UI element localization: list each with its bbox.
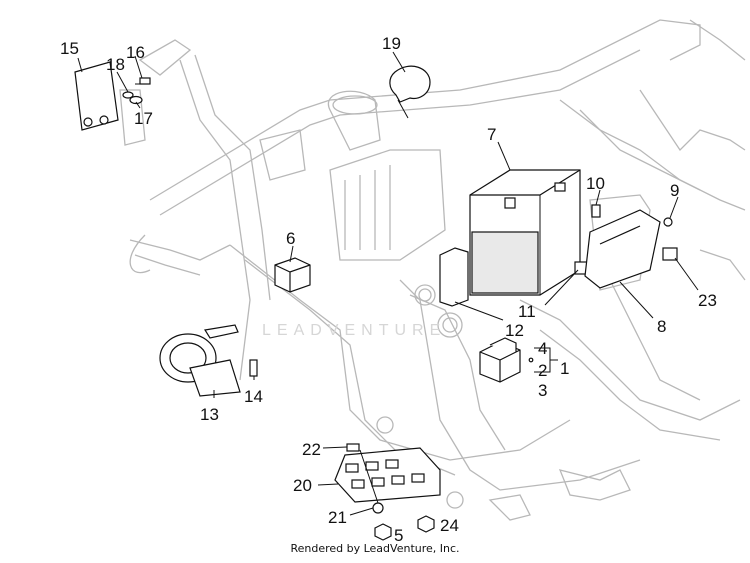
- callout-18: 18: [106, 55, 125, 74]
- part-21-nut: [372, 502, 384, 514]
- part-14-bolt: [249, 359, 258, 377]
- part-24-nut: [417, 515, 435, 533]
- callout-24: 24: [440, 516, 459, 535]
- part-22-clip: [346, 443, 360, 452]
- callout-14: 14: [244, 387, 263, 406]
- footer-credit: Rendered by LeadVenture, Inc.: [290, 542, 460, 555]
- part-23-connector: [662, 247, 678, 261]
- leader-lines: [77, 51, 699, 516]
- part-9-bolt: [663, 217, 673, 227]
- callout-17: 17: [134, 109, 153, 128]
- part-15-bracket: [74, 61, 119, 131]
- callout-13: 13: [200, 405, 219, 424]
- part-19-clamp: [389, 65, 431, 119]
- callout-1: 1: [560, 359, 569, 378]
- part-5-nut: [374, 523, 392, 541]
- motorcycle-frame: [119, 19, 746, 521]
- callout-5: 5: [394, 526, 403, 545]
- part-6-relay: [274, 257, 311, 293]
- part-7-battery: [469, 169, 581, 296]
- callout-3: 3: [538, 381, 547, 400]
- callout-8: 8: [657, 317, 666, 336]
- part-10-clip: [591, 204, 601, 218]
- callout-12: 12: [505, 321, 524, 340]
- callout-16: 16: [126, 43, 145, 62]
- callout-7: 7: [487, 125, 496, 144]
- part-1-relay-assembly: [479, 337, 534, 383]
- callout-9: 9: [670, 181, 679, 200]
- part-20-plate: [334, 447, 441, 503]
- part-13-horn: [159, 324, 241, 397]
- callout-2: 2: [538, 361, 547, 380]
- watermark: LEADVENTURE: [262, 322, 447, 339]
- callout-23: 23: [698, 291, 717, 310]
- callout-labels: 15 16 18 17 19 7 10 9 6 23 11 12 8 4 2 1…: [60, 34, 717, 545]
- callout-15: 15: [60, 39, 79, 58]
- callout-11: 11: [518, 302, 536, 321]
- part-8-holder: [584, 209, 661, 289]
- callout-6: 6: [286, 229, 295, 248]
- part-17-washer: [129, 95, 143, 105]
- callout-20: 20: [293, 476, 312, 495]
- callout-21: 21: [328, 508, 347, 527]
- callout-4: 4: [538, 339, 547, 358]
- callout-10: 10: [586, 174, 605, 193]
- part-12-pad: [439, 247, 469, 307]
- callout-22: 22: [302, 440, 321, 459]
- part-16-bolt: [135, 77, 151, 85]
- callout-19: 19: [382, 34, 401, 53]
